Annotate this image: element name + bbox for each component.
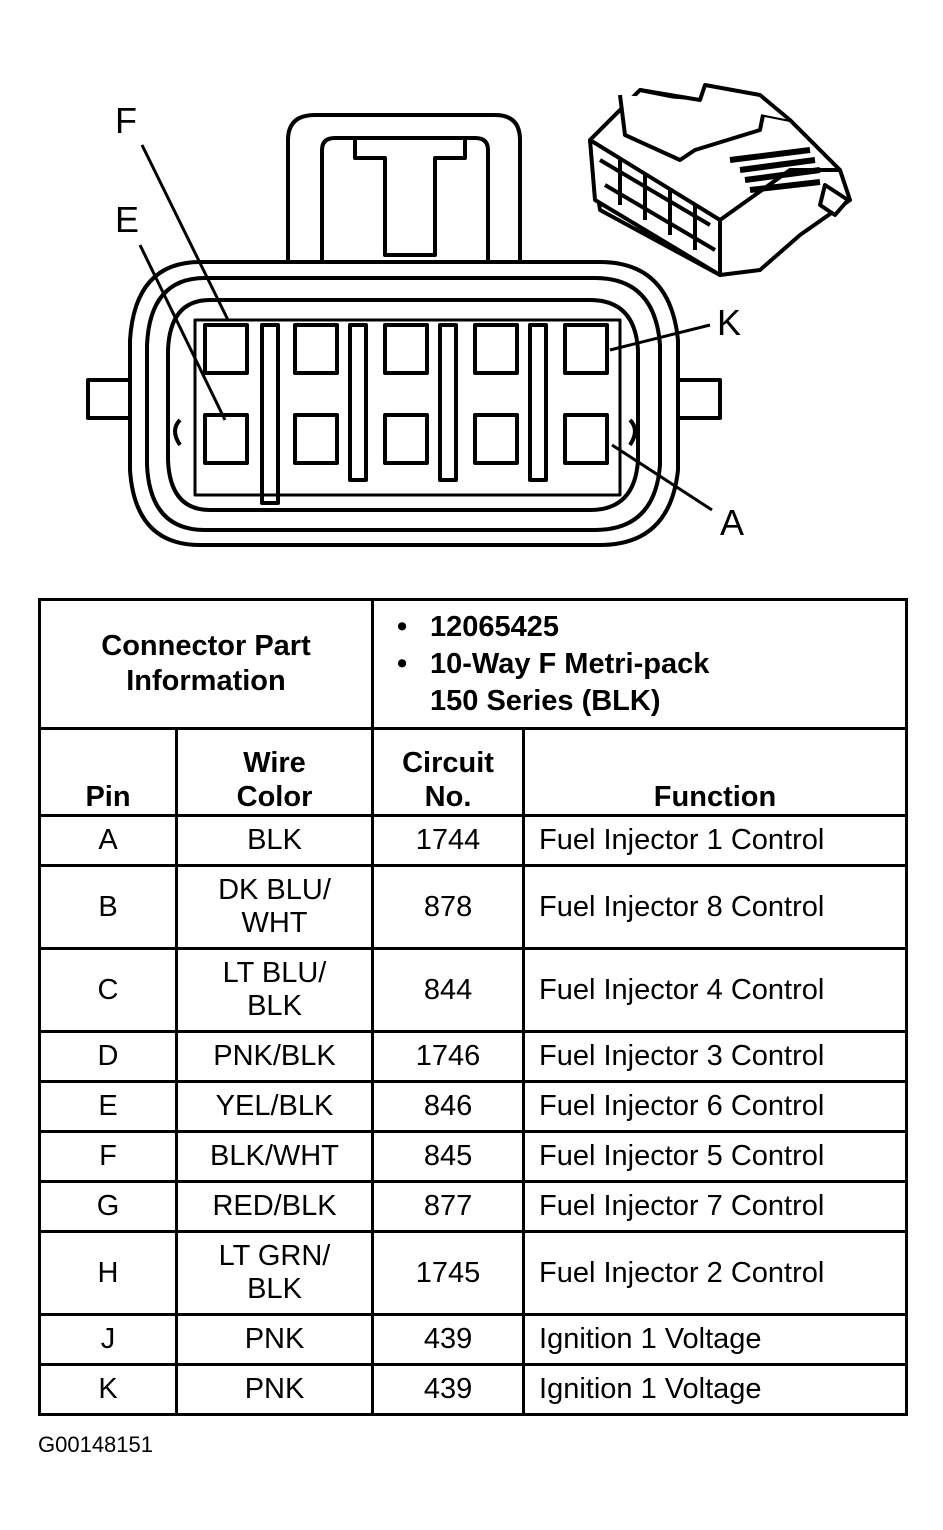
connector-3d-view (588, 83, 852, 277)
left-side-tab (86, 378, 135, 420)
table-row: D PNK/BLK 1746 Fuel Injector 3 Control (38, 1030, 909, 1083)
table-row: A BLK 1744 Fuel Injector 1 Control (38, 814, 909, 867)
connector-table: Connector Part Information • 12065425 • 10… (37, 598, 909, 1416)
connector-latch (286, 113, 522, 262)
pin-label-k: K (717, 302, 741, 343)
connector-series: 150 Series (BLK) (430, 684, 661, 717)
connector-part-info: • 12065425 • 10-Way F Metri-pack 150 Serie… (371, 598, 909, 730)
header-function: Function (522, 727, 909, 817)
table-row: B DK BLU/WHT 878 Fuel Injector 8 Control (38, 864, 909, 950)
table-row: F BLK/WHT 845 Fuel Injector 5 Control (38, 1130, 909, 1183)
bullet: • (396, 647, 408, 680)
connector-body (128, 260, 680, 547)
right-side-tab (673, 378, 722, 420)
connector-description: 10-Way F Metri-pack (430, 647, 710, 680)
table-row: H LT GRN/BLK 1745 Fuel Injector 2 Contro… (38, 1230, 909, 1316)
table-row: G RED/BLK 877 Fuel Injector 7 Control (38, 1180, 909, 1233)
pin-label-f: F (115, 100, 137, 141)
table-row: C LT BLU/BLK 844 Fuel Injector 4 Control (38, 947, 909, 1033)
pin-label-e: E (115, 199, 139, 240)
table-row: E YEL/BLK 846 Fuel Injector 6 Control (38, 1080, 909, 1133)
connector-part-info-label: Connector Part Information (37, 598, 375, 730)
header-pin: Pin (38, 727, 178, 817)
pin-label-a: A (720, 502, 744, 543)
part-number: 12065425 (430, 610, 560, 643)
connector-diagram: F E K A (86, 83, 852, 547)
figure-id: G00148151 (38, 1432, 153, 1457)
bullet: • (396, 610, 408, 643)
table-row: K PNK 439 Ignition 1 Voltage (38, 1363, 909, 1416)
table-row: J PNK 439 Ignition 1 Voltage (38, 1313, 909, 1366)
